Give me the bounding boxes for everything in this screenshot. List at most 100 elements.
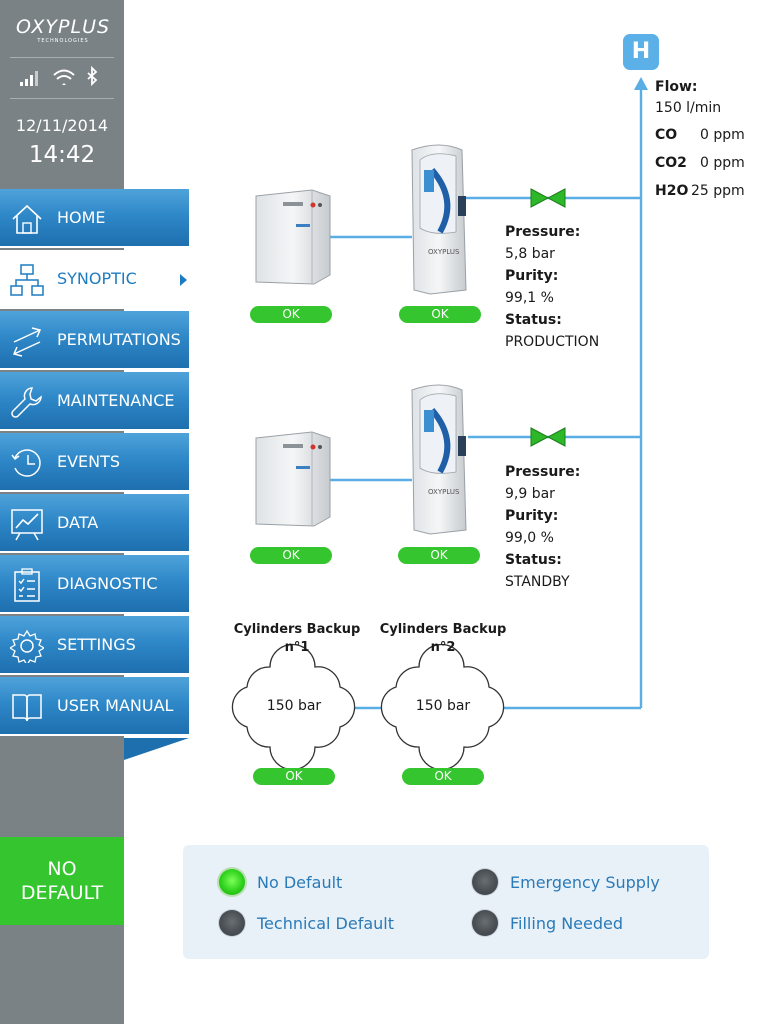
compressor-1-status: OK bbox=[250, 306, 332, 323]
wrench-icon bbox=[11, 387, 42, 418]
menu-fold bbox=[124, 738, 189, 760]
checklist-icon bbox=[14, 568, 40, 602]
purity-value: 99,0 % bbox=[505, 530, 554, 546]
menu-label: PERMUTATIONS bbox=[57, 330, 181, 349]
outlet-arrow-icon bbox=[634, 77, 648, 90]
cylinder-1-status: OK bbox=[253, 768, 335, 785]
menu-item-synoptic[interactable]: SYNOPTIC bbox=[0, 250, 189, 309]
co-value: 0 ppm bbox=[700, 127, 745, 143]
menu-item-events[interactable]: EVENTS bbox=[0, 433, 189, 492]
pipes bbox=[328, 88, 643, 710]
pressure-label: Pressure: bbox=[505, 224, 581, 240]
system-state-label: NO DEFAULT bbox=[20, 858, 104, 904]
status-led-icon bbox=[472, 869, 498, 895]
legend-label: Technical Default bbox=[257, 914, 395, 933]
flow-label: Flow: bbox=[655, 79, 698, 95]
menu-item-diagnostic[interactable]: DIAGNOSTIC bbox=[0, 555, 189, 614]
co-reading: CO 0 ppm bbox=[655, 121, 745, 149]
swap-arrows-icon bbox=[12, 327, 42, 357]
menu-label: SETTINGS bbox=[57, 635, 136, 654]
purity-label: Purity: bbox=[505, 508, 559, 524]
flow-value: 150 l/min bbox=[655, 100, 722, 116]
network-icon bbox=[10, 264, 44, 296]
menu-label: SYNOPTIC bbox=[57, 269, 137, 288]
cylinder-2-title-line2: n°2 bbox=[430, 640, 456, 655]
home-icon bbox=[12, 204, 42, 234]
clock-history-icon bbox=[11, 449, 41, 477]
cylinder-1-pressure: 150 bar bbox=[266, 698, 322, 714]
status-led-icon bbox=[219, 910, 245, 936]
valve-1-icon[interactable] bbox=[530, 188, 566, 208]
menu-item-home[interactable]: HOME bbox=[0, 189, 189, 248]
cylinder-bank-2-icon[interactable] bbox=[380, 643, 505, 771]
cylinder-bank-1-icon[interactable] bbox=[231, 643, 356, 771]
menu-label: HOME bbox=[57, 208, 106, 227]
brand-logo: OXYPLUS TECHNOLOGIES bbox=[10, 16, 116, 44]
time-display: 14:42 bbox=[28, 142, 96, 168]
legend-label: No Default bbox=[257, 873, 343, 892]
cylinder-2-title-line1: Cylinders Backup bbox=[379, 622, 507, 637]
status-legend: No Default Technical Default Emergency S… bbox=[183, 845, 709, 959]
line-2-readings: Pressure: 9,9 bar Purity: 99,0 % Status:… bbox=[505, 461, 580, 593]
h2o-label: H2O bbox=[655, 183, 689, 199]
valve-2-icon[interactable] bbox=[530, 427, 566, 447]
pressure-value: 5,8 bar bbox=[505, 246, 555, 262]
menu-label: DATA bbox=[57, 513, 99, 532]
menu-item-user-manual[interactable]: USER MANUAL bbox=[0, 677, 189, 736]
active-arrow-icon bbox=[180, 274, 187, 286]
legend-label: Filling Needed bbox=[510, 914, 624, 933]
menu-item-permutations[interactable]: PERMUTATIONS bbox=[0, 311, 189, 370]
brand-name: OXYPLUS bbox=[15, 16, 111, 38]
menu-label: DIAGNOSTIC bbox=[57, 574, 158, 593]
svg-text:OXYPLUS: OXYPLUS bbox=[428, 488, 460, 496]
cylinder-2-title: Cylinders Backup n°2 bbox=[378, 621, 508, 657]
cylinder-1-title-line2: n°1 bbox=[284, 640, 310, 655]
menu-item-data[interactable]: DATA bbox=[0, 494, 189, 553]
divider bbox=[10, 57, 114, 58]
cylinder-2-pressure: 150 bar bbox=[415, 698, 471, 714]
status-label: Status: bbox=[505, 552, 562, 568]
status-icons bbox=[20, 65, 110, 88]
date-display: 12/11/2014 bbox=[15, 116, 109, 135]
status-label: Status: bbox=[505, 312, 562, 328]
compressor-2[interactable] bbox=[255, 431, 331, 527]
purity-label: Purity: bbox=[505, 268, 559, 284]
h2o-value: 25 ppm bbox=[691, 183, 745, 199]
status-led-icon bbox=[472, 910, 498, 936]
book-icon bbox=[12, 694, 42, 722]
system-state-indicator: NO DEFAULT bbox=[0, 837, 124, 925]
co2-value: 0 ppm bbox=[700, 155, 745, 171]
status-value: PRODUCTION bbox=[505, 334, 600, 350]
compressor-2-status: OK bbox=[250, 547, 332, 564]
brand-tagline: TECHNOLOGIES bbox=[37, 38, 89, 44]
cylinder-2-status: OK bbox=[402, 768, 484, 785]
co2-reading: CO2 0 ppm bbox=[655, 149, 745, 177]
outlet-readings: Flow: 150 l/min CO 0 ppm CO2 0 ppm H2O 2… bbox=[655, 77, 745, 205]
chart-board-icon bbox=[11, 509, 43, 541]
hospital-outlet-badge: H bbox=[623, 34, 659, 70]
h2o-reading: H2O 25 ppm bbox=[655, 177, 745, 205]
menu-item-settings[interactable]: SETTINGS bbox=[0, 616, 189, 675]
menu-label: EVENTS bbox=[57, 452, 121, 471]
line-1-readings: Pressure: 5,8 bar Purity: 99,1 % Status:… bbox=[505, 221, 599, 353]
status-value: STANDBY bbox=[505, 574, 570, 590]
divider bbox=[10, 98, 114, 99]
signal-icon bbox=[20, 65, 98, 87]
legend-label: Emergency Supply bbox=[510, 873, 660, 892]
pressure-value: 9,9 bar bbox=[505, 486, 555, 502]
cylinder-1-title-line1: Cylinders Backup bbox=[233, 622, 361, 637]
cylinder-1-title: Cylinders Backup n°1 bbox=[232, 621, 362, 657]
menu-item-maintenance[interactable]: MAINTENANCE bbox=[0, 372, 189, 431]
compressor-1[interactable] bbox=[255, 189, 331, 285]
status-led-icon bbox=[219, 869, 245, 895]
generator-2[interactable]: OXYPLUS bbox=[411, 384, 467, 535]
co2-label: CO2 bbox=[655, 155, 687, 171]
generator-1-status: OK bbox=[399, 306, 481, 323]
generator-2-status: OK bbox=[398, 547, 480, 564]
menu-label: USER MANUAL bbox=[57, 696, 174, 715]
menu-label: MAINTENANCE bbox=[57, 391, 175, 410]
co-label: CO bbox=[655, 127, 678, 143]
generator-1[interactable]: OXYPLUS bbox=[411, 144, 467, 295]
purity-value: 99,1 % bbox=[505, 290, 554, 306]
